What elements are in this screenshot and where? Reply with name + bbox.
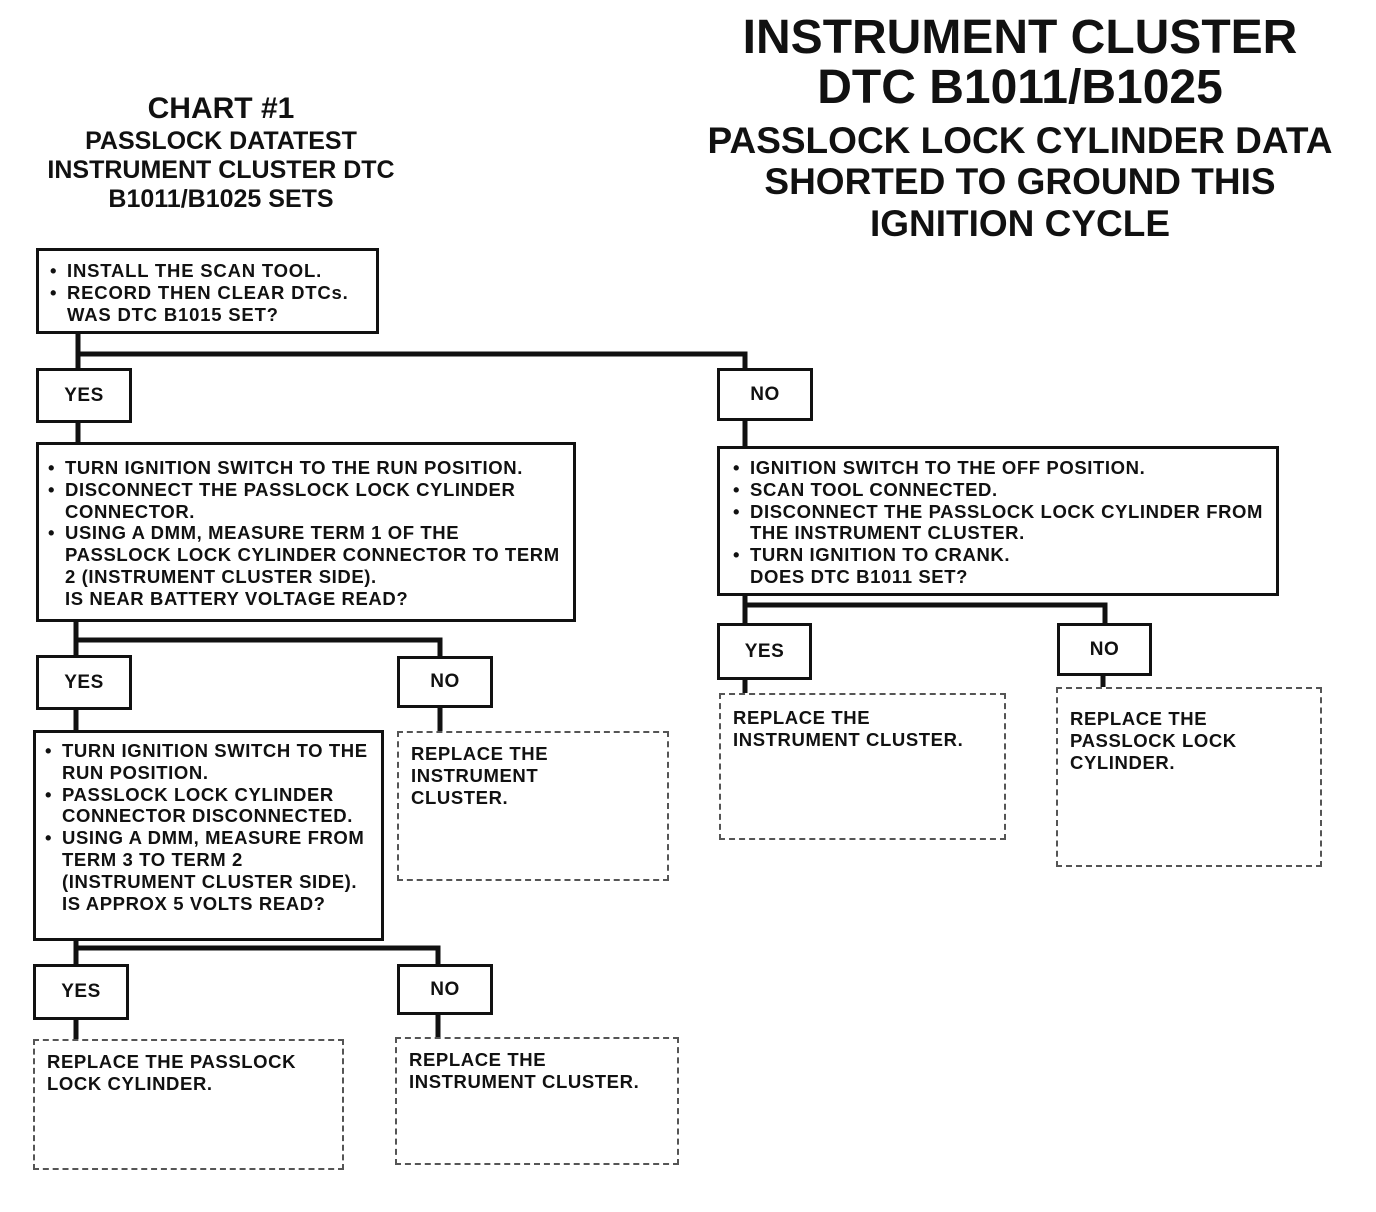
result-replace-instrument-cluster-1: REPLACE THE INSTRUMENT CLUSTER.: [397, 731, 669, 881]
bullet: SCAN TOOL CONNECTED.: [728, 479, 1270, 501]
main-title: INSTRUMENT CLUSTER: [742, 11, 1298, 64]
no-label-2: NO: [397, 656, 493, 708]
connector-no-step: [742, 592, 1108, 627]
result-replace-instrument-cluster-3: REPLACE THE INSTRUMENT CLUSTER.: [719, 693, 1006, 840]
bullet: PASSLOCK LOCK CYLINDER CONNECTOR DISCONN…: [40, 784, 379, 828]
step-ignition-off: IGNITION SWITCH TO THE OFF POSITION. SCA…: [717, 446, 1279, 596]
connector-volt-step: [73, 937, 441, 967]
yes-label-2: YES: [36, 655, 132, 710]
volt-step-bullets: TURN IGNITION SWITCH TO THE RUN POSITION…: [40, 740, 379, 893]
yes-label-4: YES: [717, 623, 812, 680]
step-measure-5-volts: TURN IGNITION SWITCH TO THE RUN POSITION…: [33, 730, 384, 941]
result-replace-passlock-cylinder-1: REPLACE THE PASSLOCK LOCK CYLINDER.: [33, 1039, 344, 1170]
bullet: IGNITION SWITCH TO THE OFF POSITION.: [728, 457, 1270, 479]
step-question: IS NEAR BATTERY VOLTAGE READ?: [65, 587, 409, 609]
main-code: DTC B1011/B1025: [817, 61, 1223, 114]
main-title-block: INSTRUMENT CLUSTER DTC B1011/B1025 PASSL…: [690, 14, 1350, 244]
step-install-scan-tool: INSTALL THE SCAN TOOL. RECORD THEN CLEAR…: [36, 248, 379, 334]
result-replace-instrument-cluster-2: REPLACE THE INSTRUMENT CLUSTER.: [395, 1037, 679, 1165]
yes-step-bullets: TURN IGNITION SWITCH TO THE RUN POSITION…: [43, 457, 567, 588]
start-bullets: INSTALL THE SCAN TOOL. RECORD THEN CLEAR…: [45, 260, 370, 304]
yes-label-3: YES: [33, 964, 129, 1020]
no-label-1: NO: [717, 368, 813, 421]
main-subtitle: PASSLOCK LOCK CYLINDER DATA SHORTED TO G…: [707, 120, 1333, 244]
bullet: USING A DMM, MEASURE FROM TERM 3 TO TERM…: [40, 827, 379, 892]
yes-label-1: YES: [36, 368, 132, 423]
chart-title-block: CHART #1 PASSLOCK DATATEST INSTRUMENT CL…: [18, 92, 424, 214]
bullet: TURN IGNITION SWITCH TO THE RUN POSITION…: [43, 457, 567, 479]
step-question: DOES DTC B1011 SET?: [750, 565, 969, 587]
step-measure-battery-voltage: TURN IGNITION SWITCH TO THE RUN POSITION…: [36, 442, 576, 622]
chart-subtitle: PASSLOCK DATATEST INSTRUMENT CLUSTER DTC…: [47, 126, 395, 213]
bullet: TURN IGNITION SWITCH TO THE RUN POSITION…: [40, 740, 379, 784]
bullet: TURN IGNITION TO CRANK.: [728, 544, 1270, 566]
bullet: RECORD THEN CLEAR DTCs.: [45, 282, 370, 304]
bullet: USING A DMM, MEASURE TERM 1 OF THE PASSL…: [43, 522, 567, 587]
bullet: DISCONNECT THE PASSLOCK LOCK CYLINDER CO…: [43, 479, 567, 523]
chart-number: CHART #1: [147, 92, 295, 125]
step-question: WAS DTC B1015 SET?: [67, 303, 279, 325]
no-label-4: NO: [1057, 623, 1152, 676]
bullet: INSTALL THE SCAN TOOL.: [45, 260, 370, 282]
bullet: DISCONNECT THE PASSLOCK LOCK CYLINDER FR…: [728, 501, 1270, 545]
no-label-3: NO: [397, 964, 493, 1015]
no-step-bullets: IGNITION SWITCH TO THE OFF POSITION. SCA…: [728, 457, 1270, 566]
connector-start: [75, 330, 748, 373]
connector-yes-step: [73, 618, 443, 659]
result-replace-passlock-cylinder-2: REPLACE THE PASSLOCK LOCK CYLINDER.: [1056, 687, 1322, 867]
step-question: IS APPROX 5 VOLTS READ?: [62, 892, 326, 914]
